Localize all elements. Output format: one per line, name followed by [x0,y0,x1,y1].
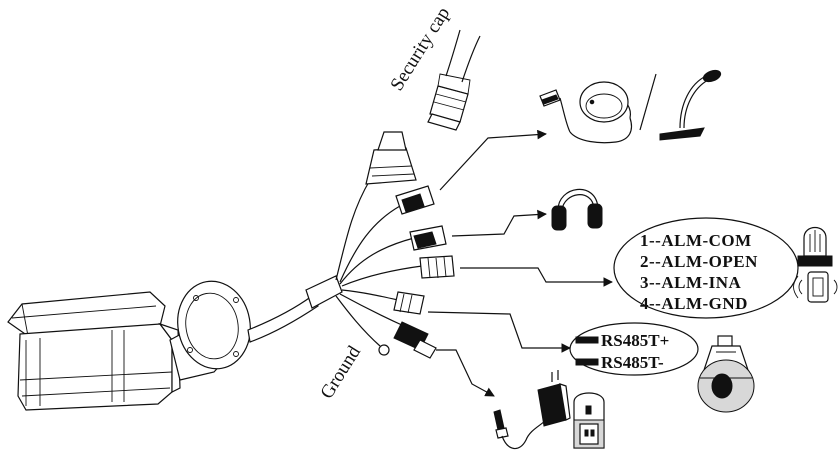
microphone-group [539,69,722,144]
arrow-to-power [436,349,495,397]
security-cap [427,29,481,131]
ground-label: Ground [316,342,365,403]
alarm-line-1: 1--ALM-COM [640,231,752,250]
alarm-terminal-block [419,255,455,279]
bullet-camera [7,280,319,411]
arrow-to-alarm [460,267,613,287]
ptz-dome-camera-icon [697,335,755,413]
rs485-line-plus: RS485T+ [601,331,669,350]
rs485-connector [393,291,425,315]
cable-bundle [305,179,423,347]
alarm-line-3: 3--ALM-INA [640,273,742,292]
alarm-line-4: 4--ALM-GND [640,294,748,313]
headphones-icon [551,188,603,231]
power-adapter-group [493,370,605,450]
arrow-to-audio-out [439,129,547,191]
security-cap-label: Security cap [386,3,454,94]
ground-lug [378,344,390,356]
audio-out-connector [395,185,435,215]
audio-in-connector [409,225,447,251]
arrow-to-rs485 [427,311,571,353]
rs485-box: RS485T+ RS485T- [569,322,699,376]
alarm-light-icon [797,226,833,267]
alarm-sensor-icon [793,271,838,303]
arrow-to-headphones [451,209,547,237]
alarm-box: 1--ALM-COM 2--ALM-OPEN 3--ALM-INA 4--ALM… [613,217,799,319]
rs485-line-minus: RS485T- [601,353,664,372]
power-connector [393,321,437,359]
network-connector [365,131,417,185]
alarm-line-2: 2--ALM-OPEN [640,252,758,271]
